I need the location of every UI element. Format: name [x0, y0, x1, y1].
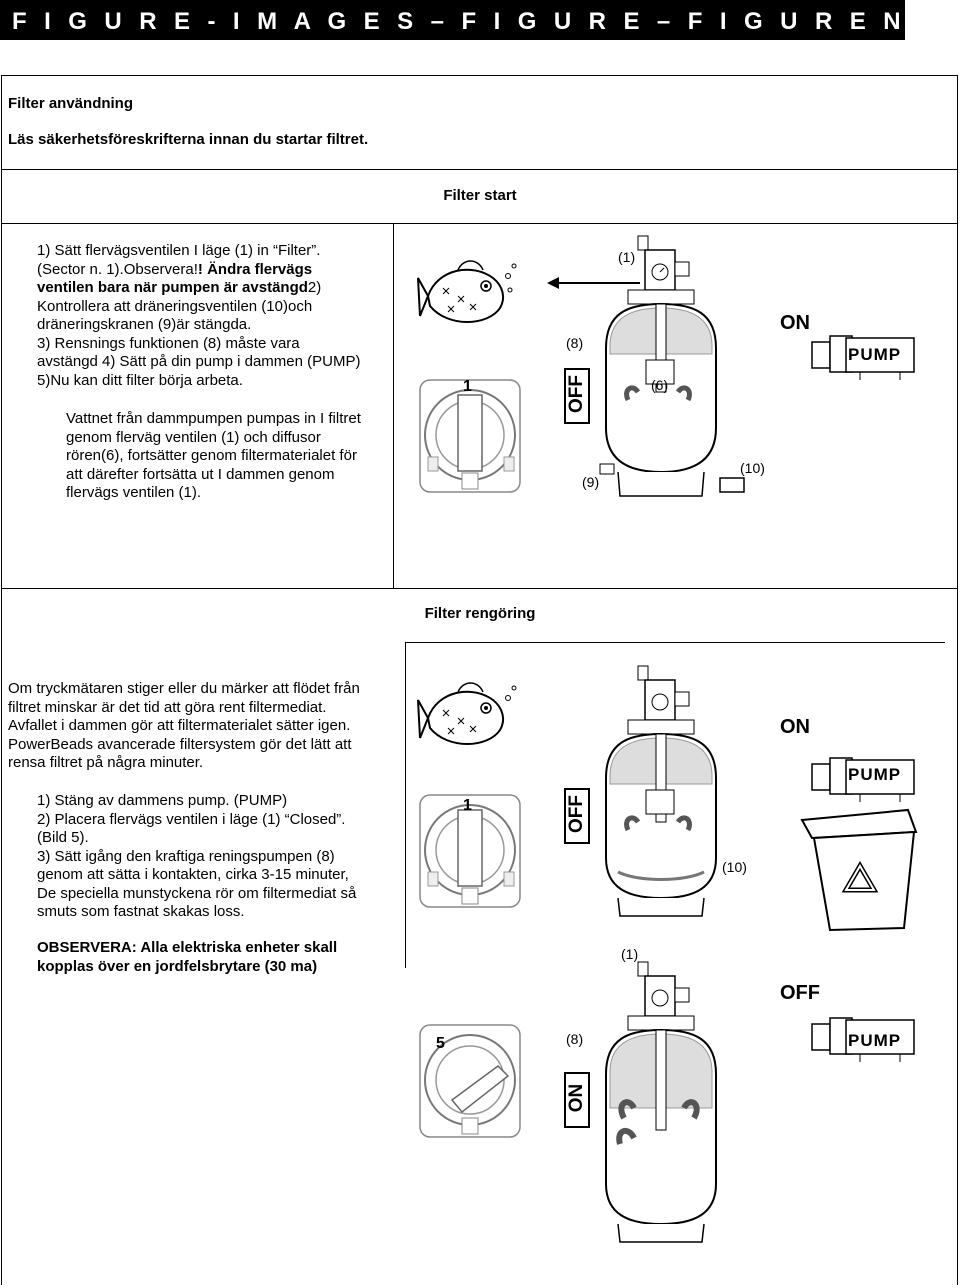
- flow-line: flervägs ventilen (1).: [66, 484, 202, 501]
- divider-cleaning-column: [405, 642, 406, 968]
- valve-position-number: 5: [436, 1035, 445, 1052]
- start-steps: 1) Sätt flervägsventilen I läge (1) in “…: [37, 242, 389, 390]
- start-step-line: 1) Sätt flervägsventilen I läge (1) in “…: [37, 242, 321, 259]
- flow-line: Vattnet från dammpumpen pumpas in I filt…: [66, 410, 361, 427]
- fish-illustration: [417, 260, 517, 323]
- start-step-line: 5)Nu kan ditt filter börja arbeta.: [37, 371, 243, 389]
- divider-start-heading: [1, 223, 958, 224]
- filter-tank-cleaning: [605, 961, 717, 1243]
- electrical-warning: OBSERVERA: Alla elektriska enheter skall…: [37, 939, 392, 976]
- off-switch-box: [564, 788, 590, 844]
- pump-label: PUMP: [848, 765, 902, 784]
- label-valve-1: (1): [621, 946, 639, 962]
- off-switch-box: [564, 368, 590, 424]
- recycle-bin-icon: [800, 808, 918, 932]
- multiport-valve-dial: [419, 794, 521, 908]
- start-step-line: (Sector n. 1).Observera!! Ändra flervägs: [37, 260, 313, 278]
- filter-tank: [599, 235, 717, 497]
- divider-intro: [1, 169, 958, 170]
- start-step-line: dräneringskranen (9)är stängda.: [37, 316, 252, 333]
- start-step-line: Kontrollera att dräneringsventilen (10)o…: [37, 297, 313, 315]
- divider-start-column: [393, 223, 394, 588]
- fish-illustration: [417, 682, 517, 745]
- filter-cleaning-heading: Filter rengöring: [424, 605, 536, 622]
- label-valve-1: (1): [618, 249, 636, 265]
- filter-start-heading: Filter start: [443, 187, 517, 204]
- pump-off-label: OFF: [780, 982, 820, 1004]
- cleaning-step-line: 3) Sätt igång den kraftiga reningspumpen…: [37, 847, 335, 865]
- pump-on-label: ON: [780, 312, 810, 334]
- cleaning-step-line: De speciella munstyckena rör om filterme…: [37, 884, 357, 902]
- label-drain-valve-10: (10): [740, 460, 765, 476]
- multiport-valve-dial: [419, 1024, 521, 1138]
- cleaning-step-line: (Bild 5).: [37, 829, 89, 846]
- cleaning-step-line: 2) Placera flervägs ventilen i läge (1) …: [37, 810, 346, 828]
- label-drain-tap-9: (9): [582, 474, 600, 490]
- page-banner: F I G U R E - I M A G E S – F I G U R E …: [0, 0, 905, 40]
- cleaning-step-line: genom att sätta i kontakten, cirka 3-15 …: [37, 866, 349, 883]
- usage-title: Filter användning: [8, 95, 134, 112]
- pump-label: PUMP: [848, 1031, 902, 1050]
- cleaning-step-line: smuts som fastnat skakas loss.: [37, 903, 245, 920]
- on-switch-label: ON: [566, 1083, 587, 1113]
- warning-line: OBSERVERA: Alla elektriska enheter skall: [37, 939, 338, 956]
- on-switch-box: [564, 1072, 590, 1128]
- divider-start-end: [1, 588, 958, 589]
- valve-position-number: 1: [463, 378, 472, 395]
- label-cleaning-pump-8: (8): [566, 335, 584, 351]
- valve-position-number: 1: [463, 797, 472, 814]
- pump-icon: [811, 757, 915, 802]
- flow-description: Vattnet från dammpumpen pumpas in I filt…: [66, 410, 396, 503]
- pump-label: PUMP: [848, 345, 902, 364]
- flow-line: rören(6), fortsätter genom filtermateria…: [66, 447, 357, 464]
- cleaning-intro-line: Om tryckmätaren stiger eller du märker a…: [8, 680, 360, 697]
- label-cleaning-pump-8: (8): [566, 1031, 584, 1047]
- cleaning-intro-line: PowerBeads avancerade filtersystem gör d…: [8, 735, 352, 753]
- cleaning-steps: 1) Stäng av dammens pump. (PUMP) 2) Plac…: [37, 792, 392, 922]
- cleaning-intro: Om tryckmätaren stiger eller du märker a…: [8, 680, 391, 773]
- flow-line: genom flerväg ventilen (1) och diffusor: [66, 428, 321, 446]
- drain-valve-icon: [719, 477, 745, 493]
- outflow-arrow: [547, 277, 640, 289]
- cleaning-step-line: 1) Stäng av dammens pump. (PUMP): [37, 792, 288, 809]
- cleaning-intro-line: Avfallet i dammen gör att filtermaterial…: [8, 717, 351, 734]
- label-drain-valve-10: (10): [722, 859, 747, 875]
- cleaning-intro-line: filtret minskar är det tid att göra rent…: [8, 698, 327, 716]
- flow-line: att därefter fortsätta ut I dammen genom: [66, 465, 335, 483]
- start-step-line: 3) Rensnings funktionen (8) måste vara: [37, 334, 300, 352]
- off-switch-label: OFF: [566, 795, 587, 833]
- multiport-valve-dial: [419, 379, 521, 493]
- label-diffusor-6: (6): [651, 377, 669, 393]
- pump-on-label: ON: [780, 716, 810, 738]
- safety-note: Läs säkerhetsföreskrifterna innan du sta…: [8, 131, 369, 148]
- pump-icon: [811, 335, 915, 380]
- filter-tank-closed: [605, 665, 717, 917]
- divider-cleaning-heading: [405, 642, 945, 643]
- start-step-line: ventilen bara när pumpen är avstängd2): [37, 279, 322, 296]
- pump-icon: [811, 1017, 915, 1062]
- cleaning-intro-line: rensa filtret på några minuter.: [8, 754, 204, 771]
- content-frame: [1, 75, 958, 1285]
- warning-line: kopplas över en jordfelsbrytare (30 ma): [37, 957, 318, 975]
- off-switch-label: OFF: [566, 375, 587, 413]
- start-step-line: avstängd 4) Sätt på din pump i dammen (P…: [37, 353, 361, 370]
